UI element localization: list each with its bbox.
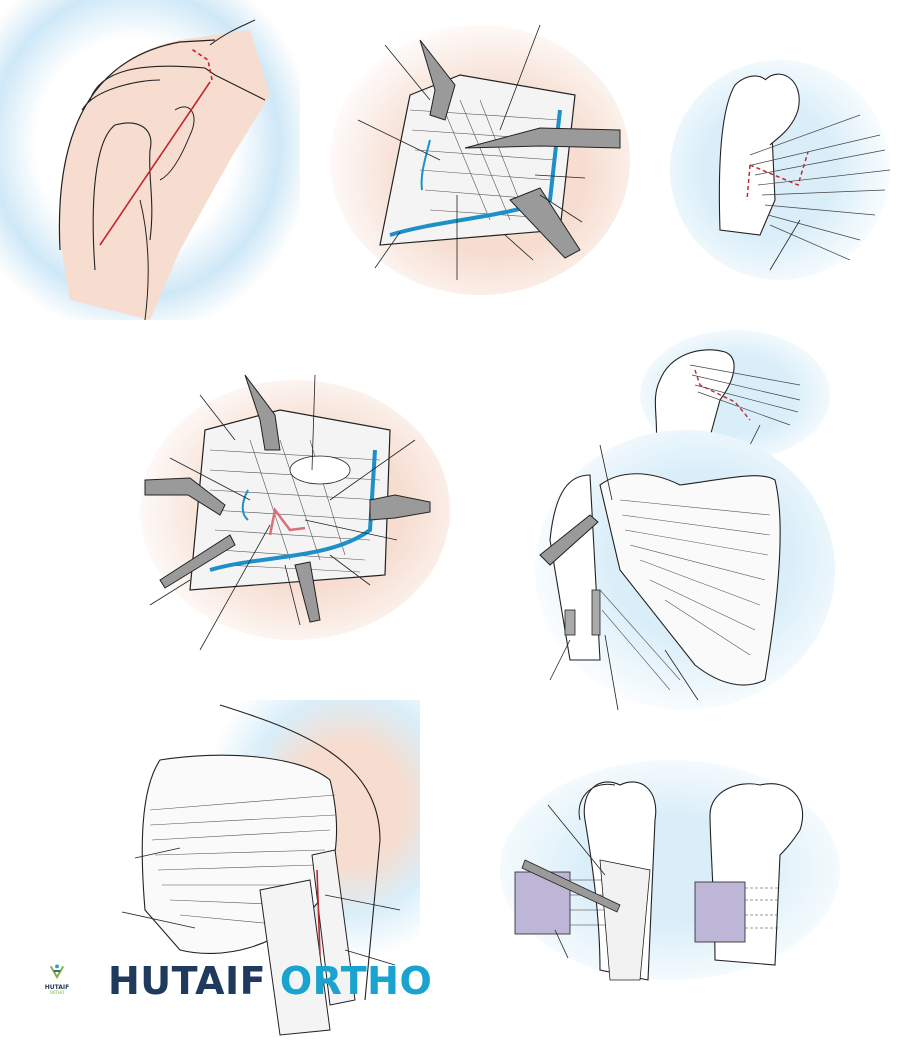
brand-watermark: HUTAIF ORTHO [108, 962, 432, 1000]
panel-b-deltopectoral-exposure [320, 0, 630, 295]
logo-subtext: ORTHO [49, 990, 65, 995]
panel-e-humeral-head-split [640, 330, 830, 460]
panel-a-shoulder-incision [0, 0, 300, 321]
logo-text: HUTAIF [44, 984, 70, 991]
panel-f-scapula-muscles [530, 430, 835, 720]
deep-exposure-illustration [140, 374, 450, 651]
shoulder-incision-illustration [0, 0, 300, 321]
tendon-fixation-illustration [500, 760, 840, 981]
humeral-head-illustration [640, 330, 830, 460]
panel-h-tendon-fixation [500, 760, 840, 990]
brand-name-part1: HUTAIF [108, 959, 267, 1003]
panel-c-humerus-tendon-release [670, 50, 900, 280]
brand-logo: HUTAIF ORTHO [44, 962, 70, 1002]
brand-name-part2: ORTHO [279, 959, 433, 1003]
panel-d-deep-exposure [130, 360, 450, 660]
posterior-shoulder-illustration [121, 700, 420, 1036]
brand-logo-icon [50, 964, 64, 980]
scapula-muscles-illustration [535, 430, 835, 711]
panel-g-posterior-shoulder [100, 700, 420, 1040]
humerus-tendon-illustration [670, 60, 891, 280]
deltopectoral-exposure-illustration [330, 24, 630, 295]
